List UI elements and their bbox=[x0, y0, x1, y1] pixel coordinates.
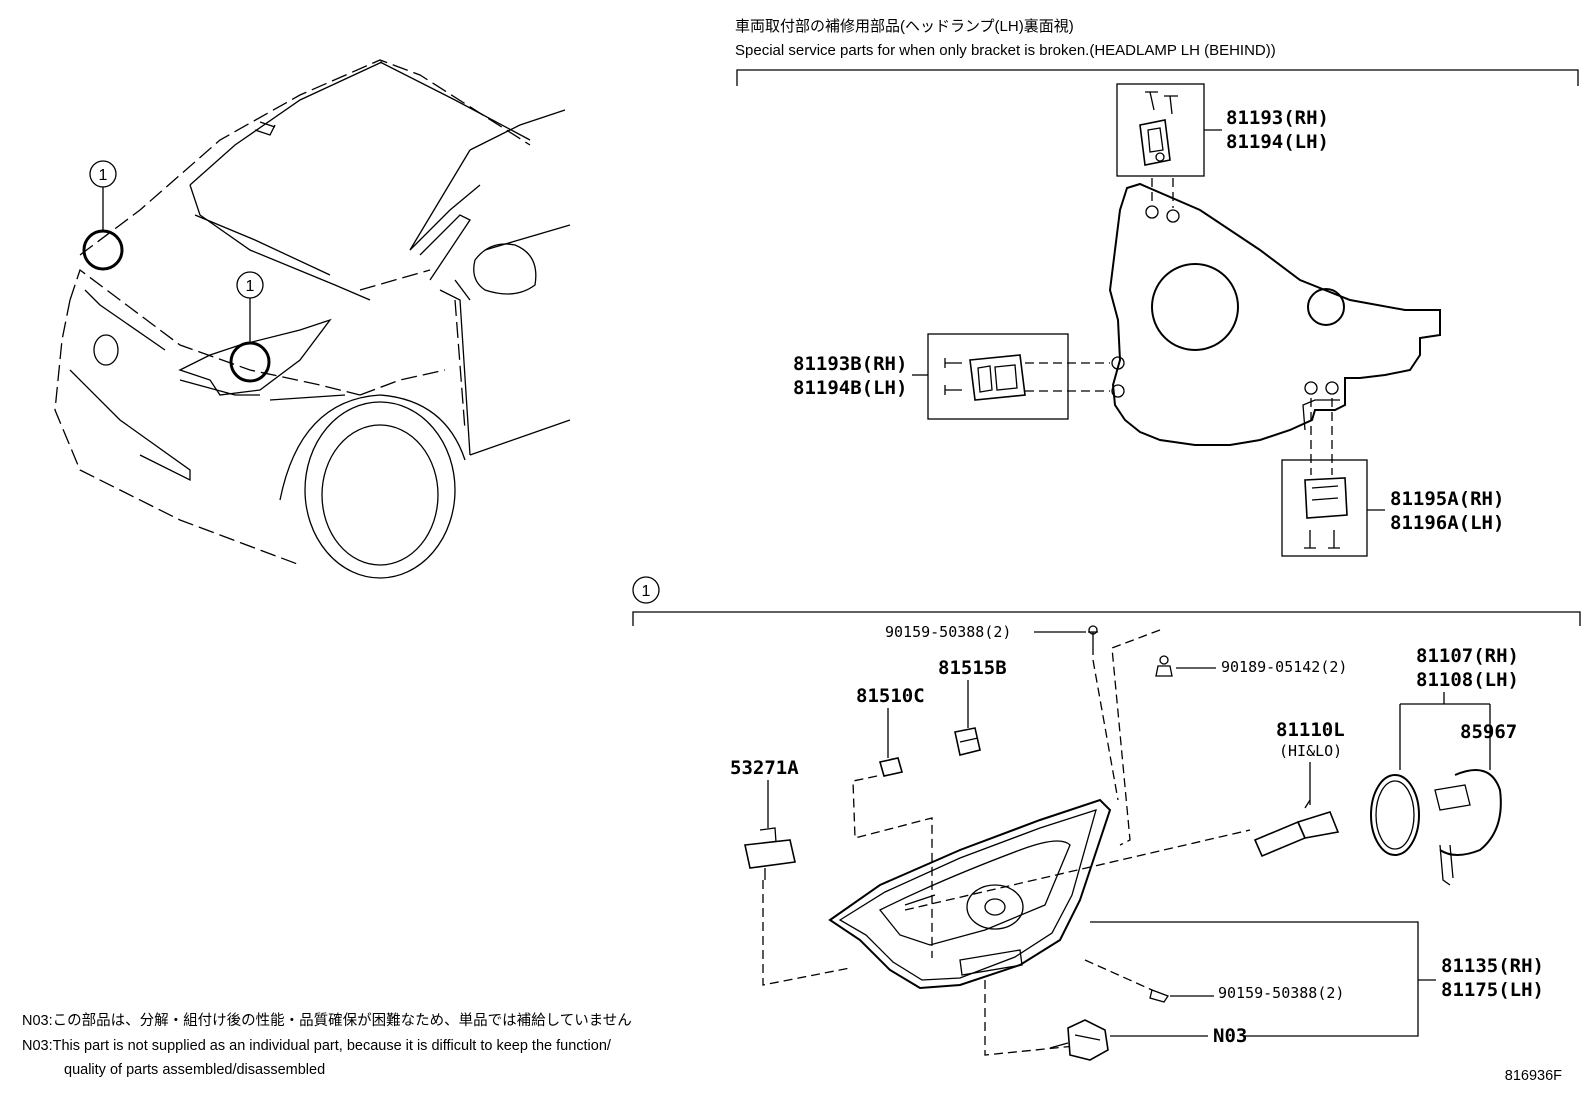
callout-marker-b: 1 bbox=[246, 278, 255, 295]
screw-90159-bottom bbox=[1149, 989, 1169, 1003]
bulb-81110l bbox=[1253, 799, 1340, 858]
label-90159-bottom: 90159-50388(2) bbox=[1218, 984, 1344, 1002]
leader-81135 bbox=[1090, 921, 1436, 1037]
label-81193b: 81193B(RH) bbox=[793, 353, 907, 375]
cover-85967 bbox=[1370, 769, 1502, 886]
headlamp-rear-housing bbox=[1108, 182, 1441, 446]
leader-81107 bbox=[1399, 692, 1491, 770]
screw-90159-top bbox=[1088, 625, 1119, 801]
label-81110l: 81110L bbox=[1276, 719, 1345, 741]
assembly-bracket-top bbox=[632, 611, 1581, 626]
label-81193: 81193(RH) bbox=[1226, 107, 1329, 129]
note-n03-en-1: N03:This part is not supplied as an indi… bbox=[22, 1038, 612, 1054]
n03-axis-line bbox=[984, 980, 1076, 1056]
bracket-81193-box bbox=[1116, 83, 1205, 208]
clip-53271a bbox=[744, 827, 851, 986]
label-90159-top: 90159-50388(2) bbox=[885, 623, 1011, 641]
note-n03-en-2: quality of parts assembled/disassembled bbox=[64, 1062, 325, 1078]
label-81175: 81175(LH) bbox=[1441, 979, 1544, 1001]
socket-81515b bbox=[954, 727, 981, 756]
bracket-81193b-box bbox=[927, 333, 1110, 420]
label-53271a: 53271A bbox=[730, 757, 799, 779]
headlamp-assembly bbox=[828, 798, 1112, 990]
car-overview bbox=[54, 59, 571, 579]
label-81196a: 81196A(LH) bbox=[1390, 512, 1504, 534]
section-bracket-top bbox=[736, 69, 1579, 86]
bracket-81195a-box bbox=[1281, 398, 1368, 557]
section-header-jp: 車両取付部の補修用部品(ヘッドランプ(LH)裏面視) bbox=[735, 17, 1074, 35]
assembly-callout-circle bbox=[632, 576, 660, 604]
leveling-actuator-n03 bbox=[1049, 1019, 1109, 1061]
label-81108: 81108(LH) bbox=[1416, 669, 1519, 691]
label-81107: 81107(RH) bbox=[1416, 645, 1519, 667]
label-81110l-sub: (HI&LO) bbox=[1279, 742, 1342, 760]
note-n03-jp: N03:この部品は、分解・組付け後の性能・品質確保が困難なため、単品では補給して… bbox=[22, 1011, 632, 1029]
diagram-id: 816936F bbox=[1505, 1068, 1562, 1084]
bulb-81510c bbox=[852, 757, 933, 958]
section-header-en: Special service parts for when only brac… bbox=[735, 42, 1276, 59]
label-81195a: 81195A(RH) bbox=[1390, 488, 1504, 510]
label-n03: N03 bbox=[1213, 1025, 1247, 1047]
label-81510c: 81510C bbox=[856, 685, 925, 707]
label-90189: 90189-05142(2) bbox=[1221, 658, 1347, 676]
label-81194: 81194(LH) bbox=[1226, 131, 1329, 153]
label-85967: 85967 bbox=[1460, 721, 1517, 743]
screw-bottom-axis-line bbox=[1084, 959, 1153, 991]
callout-marker-a: 1 bbox=[99, 167, 108, 184]
label-81194b: 81194B(LH) bbox=[793, 377, 907, 399]
label-81135: 81135(RH) bbox=[1441, 955, 1544, 977]
nut-90189 bbox=[1111, 629, 1173, 846]
assembly-callout-marker: 1 bbox=[642, 583, 651, 600]
label-81515b: 81515B bbox=[938, 657, 1007, 679]
bulb-axis-line bbox=[904, 829, 1251, 911]
